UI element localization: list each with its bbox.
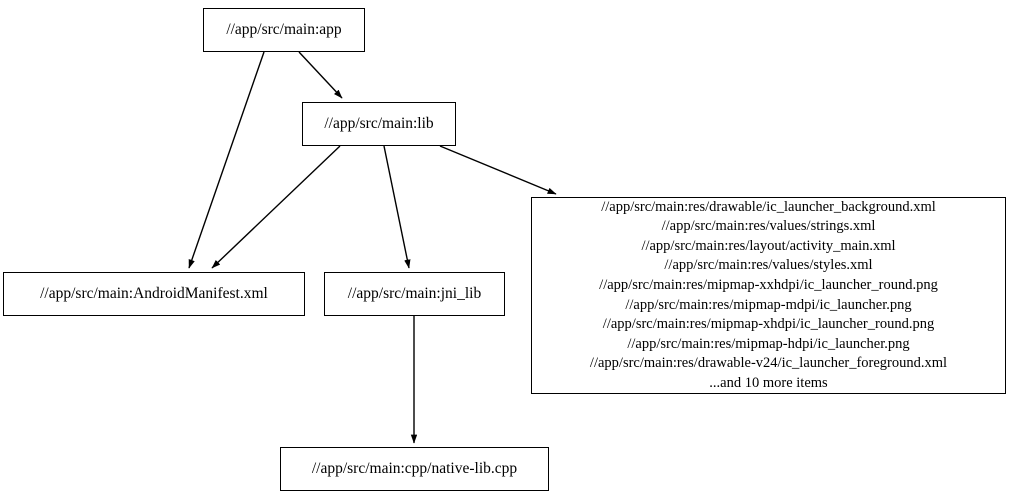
edge-lib-to-android-manifest bbox=[211, 145, 341, 269]
edge-app-to-lib bbox=[298, 51, 343, 99]
node-lib-label: //app/src/main:lib bbox=[324, 115, 434, 133]
node-jni-lib-label: //app/src/main:jni_lib bbox=[347, 285, 482, 303]
edge-app-to-android-manifest bbox=[188, 51, 265, 269]
node-native-lib-cpp[interactable]: //app/src/main:cpp/native-lib.cpp bbox=[280, 447, 549, 491]
node-android-manifest[interactable]: //app/src/main:AndroidManifest.xml bbox=[3, 272, 305, 316]
node-lib[interactable]: //app/src/main:lib bbox=[302, 102, 456, 146]
node-android-manifest-label: //app/src/main:AndroidManifest.xml bbox=[40, 285, 268, 303]
node-jni-lib[interactable]: //app/src/main:jni_lib bbox=[324, 272, 505, 316]
node-resources[interactable]: //app/src/main:res/drawable/ic_launcher_… bbox=[531, 197, 1006, 394]
edge-lib-to-resources bbox=[439, 145, 557, 195]
node-app[interactable]: //app/src/main:app bbox=[203, 8, 365, 52]
node-native-lib-cpp-label: //app/src/main:cpp/native-lib.cpp bbox=[311, 460, 518, 478]
node-app-label: //app/src/main:app bbox=[226, 21, 342, 39]
node-resources-label: //app/src/main:res/drawable/ic_launcher_… bbox=[589, 198, 948, 391]
edge-lib-to-jni-lib bbox=[383, 145, 411, 269]
